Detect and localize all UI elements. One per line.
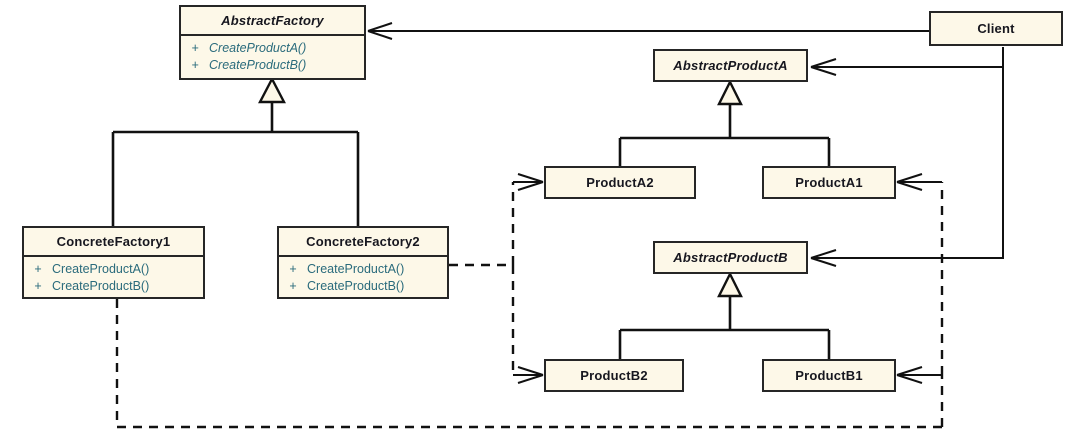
generalization-factories [111, 103, 360, 226]
class-box-productb2[interactable]: ProductB2 [544, 359, 684, 392]
open-arrow-icon-productb1 [896, 366, 942, 384]
operation-row: + CreateProductB() [24, 278, 203, 295]
class-box-concretefactory2[interactable]: ConcreteFactory2 + CreateProductA() + Cr… [277, 226, 449, 299]
operation-signature: CreateProductA() [209, 41, 307, 55]
class-name-concretefactory1: ConcreteFactory1 [56, 234, 171, 249]
class-box-producta1[interactable]: ProductA1 [762, 166, 896, 199]
class-name-abstractfactory: AbstractFactory [221, 13, 324, 28]
dependency-concretefactory2 [449, 182, 515, 375]
class-name-producta1: ProductA1 [795, 175, 863, 190]
class-name-productb2: ProductB2 [580, 368, 648, 383]
class-box-abstractfactory[interactable]: AbstractFactory + CreateProductA() + Cre… [179, 5, 366, 80]
association-client-abstractproducta [810, 47, 1004, 76]
visibility-marker: + [289, 278, 297, 293]
class-box-abstractproducta[interactable]: AbstractProductA [653, 49, 808, 82]
visibility-marker: + [191, 57, 199, 72]
class-name-concretefactory2: ConcreteFactory2 [306, 234, 420, 249]
operation-signature: CreateProductB() [209, 57, 307, 72]
open-arrow-icon-producta2 [513, 173, 544, 191]
operation-row: + CreateProductA() [181, 40, 364, 57]
hollow-triangle-icon-abstractproducta [717, 79, 743, 106]
operations-compartment-abstractfactory: + CreateProductA() + CreateProductB() [181, 34, 364, 78]
class-box-client[interactable]: Client [929, 11, 1063, 46]
class-box-producta2[interactable]: ProductA2 [544, 166, 696, 199]
operation-row: + CreateProductB() [279, 278, 447, 295]
open-arrow-icon-productb2 [513, 366, 544, 384]
class-box-abstractproductb[interactable]: AbstractProductB [653, 241, 808, 274]
visibility-marker: + [191, 41, 199, 55]
hollow-triangle-icon-abstractproductb [717, 271, 743, 298]
operations-compartment-concretefactory1: + CreateProductA() + CreateProductB() [24, 255, 203, 299]
class-name-producta2: ProductA2 [586, 175, 654, 190]
operation-row: + CreateProductB() [181, 57, 364, 74]
open-arrow-icon-producta1 [896, 173, 942, 191]
hollow-triangle-icon-abstractfactory [258, 76, 286, 104]
class-name-abstractproducta: AbstractProductA [673, 58, 788, 73]
visibility-marker: + [34, 262, 42, 276]
operation-row: + CreateProductA() [24, 261, 203, 278]
class-name-abstractproductb: AbstractProductB [673, 250, 788, 265]
visibility-marker: + [34, 278, 42, 293]
visibility-marker: + [289, 262, 297, 276]
operation-signature: CreateProductB() [52, 278, 150, 293]
generalization-product-b [618, 297, 831, 359]
operation-signature: CreateProductB() [307, 278, 405, 293]
generalization-product-a [618, 105, 831, 166]
association-client-abstractfactory [367, 22, 929, 40]
operation-row: + CreateProductA() [279, 261, 447, 278]
operation-signature: CreateProductA() [307, 262, 405, 276]
operation-signature: CreateProductA() [52, 262, 150, 276]
class-box-concretefactory1[interactable]: ConcreteFactory1 + CreateProductA() + Cr… [22, 226, 205, 299]
operations-compartment-concretefactory2: + CreateProductA() + CreateProductB() [279, 255, 447, 299]
class-name-productb1: ProductB1 [795, 368, 863, 383]
class-name-client: Client [977, 21, 1015, 36]
class-box-productb1[interactable]: ProductB1 [762, 359, 896, 392]
